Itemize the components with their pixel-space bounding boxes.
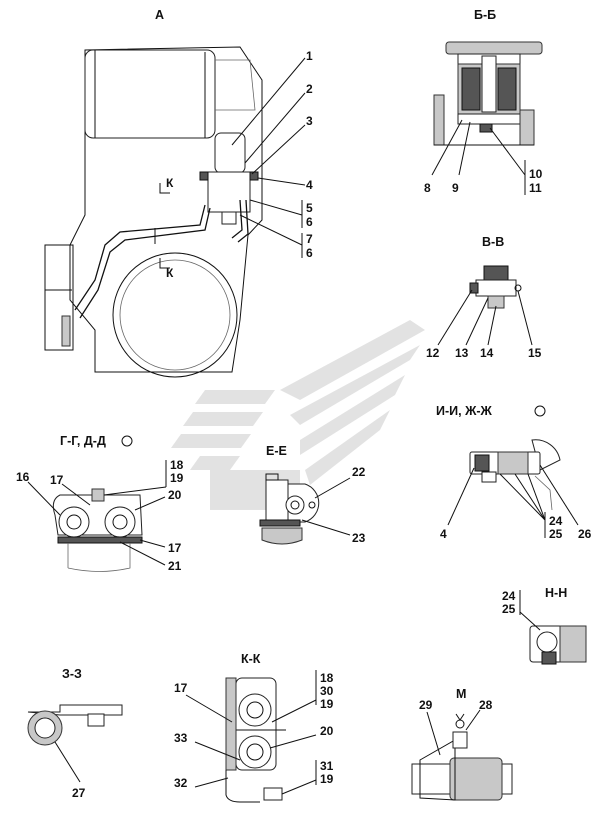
- view-m-leaders: [426, 709, 481, 756]
- callout-25: 25: [549, 527, 563, 541]
- callout-11: 11: [529, 181, 542, 195]
- view-a-title: А: [155, 8, 164, 22]
- section-k-top: К: [166, 176, 174, 190]
- callout-24b: 24: [502, 589, 516, 603]
- callout-22: 22: [352, 465, 366, 479]
- callout-1: 1: [306, 49, 313, 63]
- view-a-drawing: [44, 46, 263, 378]
- view-m-drawing: [411, 713, 513, 801]
- callout-25b: 25: [502, 602, 516, 616]
- callout-28: 28: [479, 698, 493, 712]
- callout-23: 23: [352, 531, 366, 545]
- callout-16: 16: [16, 470, 30, 484]
- view-ii-drawing: [469, 439, 561, 511]
- callout-31k: 31: [320, 759, 334, 773]
- air-filter-housing: [84, 49, 216, 139]
- callout-17a: 17: [50, 473, 64, 487]
- view-bb-leaders: [431, 119, 526, 195]
- callout-14: 14: [480, 346, 494, 360]
- callout-15: 15: [528, 346, 542, 360]
- callout-4: 4: [306, 178, 313, 192]
- view-bb-title: Б-Б: [474, 8, 496, 22]
- circle-outline-icon: [121, 435, 133, 447]
- callout-2: 2: [306, 82, 313, 96]
- view-gg-dd-leaders: [27, 460, 167, 566]
- view-ii-zhzh-title: И-И, Ж-Ж: [436, 404, 493, 418]
- callout-7: 7: [306, 232, 313, 246]
- fuel-filter-1: [214, 132, 246, 174]
- callout-9: 9: [452, 181, 459, 195]
- view-nn-drawing: [529, 625, 587, 665]
- view-vv-title: В-В: [482, 235, 504, 249]
- view-zz-leaders: [54, 741, 81, 783]
- view-ee-title: Е-Е: [266, 444, 287, 458]
- callout-12: 12: [426, 346, 440, 360]
- callout-29: 29: [419, 698, 433, 712]
- view-nn-title: Н-Н: [545, 586, 567, 600]
- view-kk-leaders: [185, 670, 317, 795]
- callout-18k: 18: [320, 671, 334, 685]
- callout-21: 21: [168, 559, 182, 573]
- callout-20: 20: [168, 488, 182, 502]
- callout-6b: 6: [306, 246, 313, 260]
- view-m-title: М: [456, 687, 466, 701]
- callout-17k: 17: [174, 681, 188, 695]
- view-nn-leaders: [519, 590, 541, 631]
- callout-8: 8: [424, 181, 431, 195]
- view-ii-leaders: [447, 464, 579, 538]
- view-zz-drawing: [27, 704, 123, 746]
- view-gg-dd-title: Г-Г, Д-Д: [60, 434, 106, 448]
- circle-outline-icon: [534, 405, 546, 417]
- callout-24: 24: [549, 514, 563, 528]
- callout-6a: 6: [306, 215, 313, 229]
- tank-circle: [112, 252, 238, 378]
- view-kk-title: К-К: [241, 652, 261, 666]
- section-k-bottom: К: [166, 266, 174, 280]
- view-ee-drawing: [259, 473, 320, 545]
- view-vv-leaders: [437, 289, 533, 346]
- callout-3: 3: [306, 114, 313, 128]
- callout-19k2: 19: [320, 772, 334, 786]
- view-ee-leaders: [301, 477, 351, 536]
- callout-18: 18: [170, 458, 184, 472]
- callout-17b: 17: [168, 541, 182, 555]
- filter-housing-2: [207, 171, 251, 213]
- view-kk-drawing: [225, 677, 286, 803]
- callout-4b: 4: [440, 527, 447, 541]
- callout-19: 19: [170, 471, 184, 485]
- view-zz-title: З-З: [62, 667, 82, 681]
- view-vv-drawing: [469, 265, 522, 309]
- view-bb-drawing: [433, 41, 543, 146]
- callout-20k: 20: [320, 724, 334, 738]
- callout-32k: 32: [174, 776, 188, 790]
- view-gg-dd-drawing: [52, 488, 143, 572]
- callout-10: 10: [529, 167, 543, 181]
- callout-13: 13: [455, 346, 469, 360]
- callout-19k: 19: [320, 697, 334, 711]
- watermark-logo-icon: [171, 320, 425, 510]
- callout-33k: 33: [174, 731, 188, 745]
- callout-5: 5: [306, 201, 313, 215]
- callout-30k: 30: [320, 684, 334, 698]
- callout-27: 27: [72, 786, 86, 800]
- view-a-leaders: [231, 57, 306, 258]
- callout-26: 26: [578, 527, 592, 541]
